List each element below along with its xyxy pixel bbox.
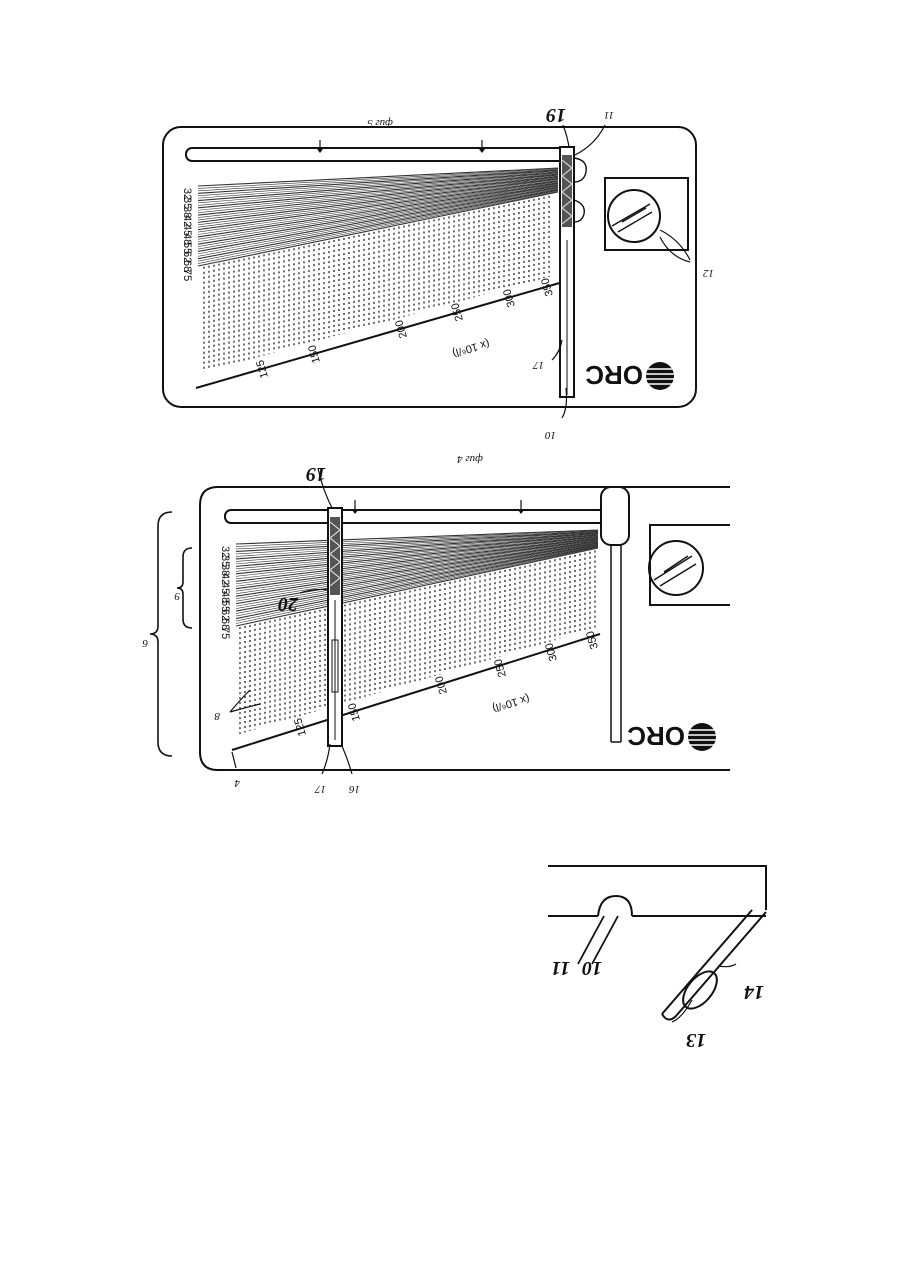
fig4-ref-20: 20 (278, 593, 299, 615)
fig5-ref-17: 17 (533, 359, 545, 371)
fig5-slider (560, 147, 586, 397)
fig5-ref-11: 11 (604, 109, 614, 121)
fig4-scale-label: (x 10⁶/l) (491, 692, 531, 714)
fig4-ref-9: 9 (174, 590, 180, 602)
fig5-logo: ORC (585, 360, 674, 390)
fig4-ref-17: 17 (315, 783, 327, 795)
fig5-tick-250: 250 (449, 302, 466, 323)
hatch-line (236, 540, 598, 589)
hatch-line (236, 541, 598, 596)
fig4-logo: ORC (627, 721, 716, 751)
figure-4: фиг 4 125 150 200 250 300 350 (x 10⁶/l) (142, 453, 730, 795)
fig5-logo-text: ORC (585, 360, 643, 390)
fig4-ref-19: 19 (306, 463, 326, 485)
fig5-row-labels: 32 35 38 42 45 48 55 62 68 75 (181, 188, 193, 281)
hatch-line (198, 185, 558, 242)
hatch-line (236, 543, 598, 602)
fig5-tick-350: 350 (539, 277, 556, 298)
detail-figure: 11 10 14 13 (548, 866, 766, 1051)
fig4-row-label: 75 (219, 627, 231, 639)
fig4-ref-6: 6 (142, 637, 148, 649)
fig4-logo-text: ORC (627, 721, 685, 751)
fig4-ref-8: 8 (214, 710, 220, 722)
fig4-caption: фиг 4 (457, 453, 483, 465)
fig4-tick-200: 200 (433, 675, 450, 696)
fig5-slot (186, 140, 570, 161)
figure-5: фиг 5 125 150 200 250 300 350 (x 10⁶/l) … (163, 104, 714, 441)
detail-ref-11: 11 (551, 957, 570, 979)
detail-notch (598, 896, 632, 916)
fig4-lens-window (649, 525, 730, 605)
detail-ref-13: 13 (686, 1029, 706, 1051)
detail-ref-14: 14 (744, 981, 764, 1003)
fig4-tick-250: 250 (492, 658, 509, 679)
fig4-tick-350: 350 (584, 630, 601, 651)
detail-card-edge (548, 866, 766, 910)
fig5-row-label: 75 (181, 269, 193, 281)
fig5-ref-19: 19 (546, 104, 566, 126)
fig4-braces (150, 512, 192, 756)
fig5-tick-150: 150 (306, 344, 323, 365)
fig4-tick-150: 150 (346, 702, 363, 723)
fig4-tick-300: 300 (543, 642, 560, 663)
detail-ref-10: 10 (582, 957, 602, 979)
fig4-ref-16: 16 (349, 783, 361, 795)
fig5-lens-window (605, 178, 690, 260)
fig5-scale-label: (x 10⁶/l) (451, 337, 491, 359)
fig4-ref-4: 4 (234, 777, 240, 789)
fig5-tick-125: 125 (254, 359, 271, 380)
fig5-ref-12: 12 (703, 267, 715, 279)
fig5-ref-10: 10 (545, 429, 557, 441)
fig4-slider (328, 508, 342, 746)
detail-pin (578, 916, 618, 964)
fig5-tick-300: 300 (501, 288, 518, 309)
fig5-tick-200: 200 (393, 319, 410, 340)
fig4-tick-125: 125 (292, 717, 309, 738)
fig4-row-labels: 32 35 38 42 45 48 55 62 68 75 (219, 546, 231, 639)
